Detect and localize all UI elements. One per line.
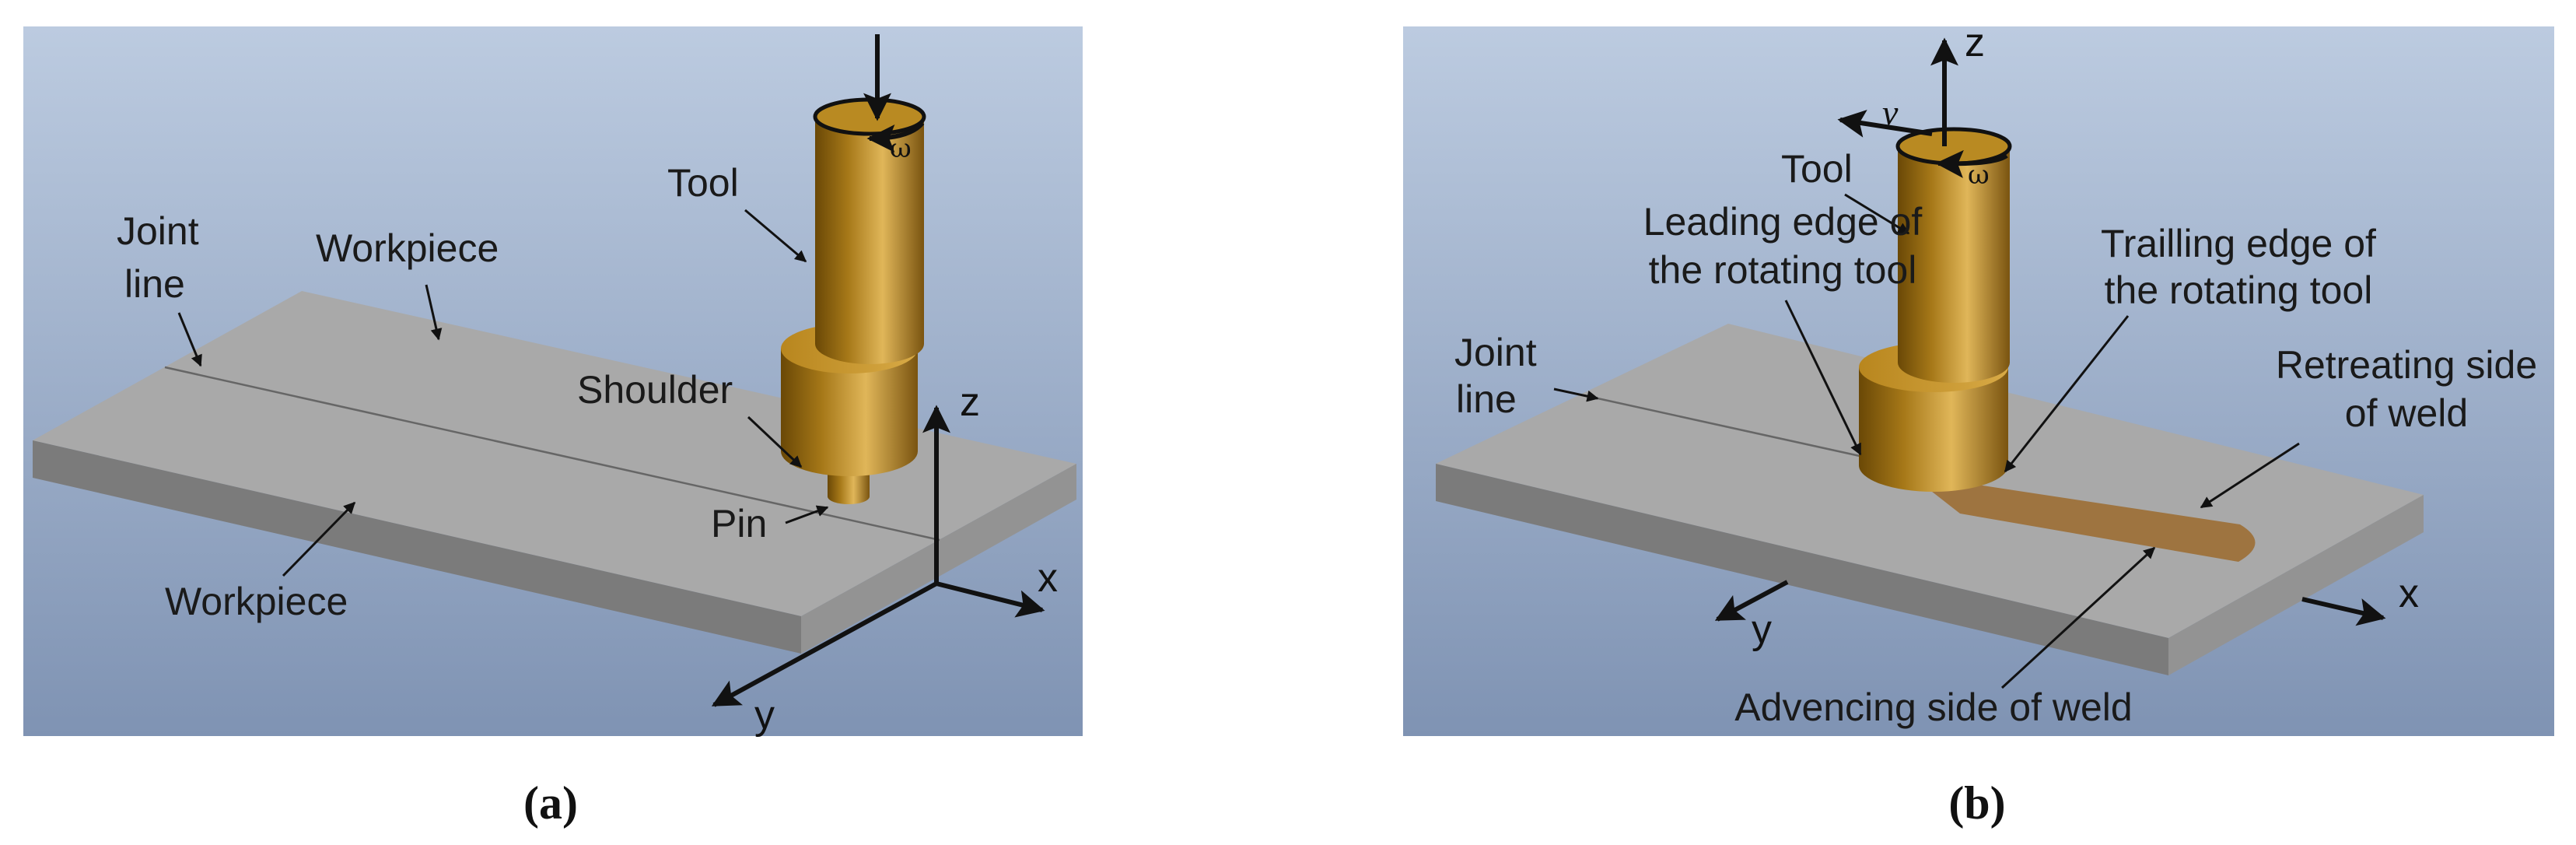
joint-line (1583, 394, 1867, 459)
joint-line-label-1: Joint (1454, 331, 1537, 374)
rotation-arrow (1935, 149, 2008, 178)
tool-label: Tool (1781, 147, 1853, 191)
retreating-side-leader (2200, 442, 2300, 509)
workpiece-plate-front (1436, 464, 2168, 675)
tool-shank-top (813, 97, 926, 136)
trailing-edge-label-1: Trailling edge of (2101, 222, 2376, 265)
workpiece-top-label: Workpiece (316, 226, 499, 270)
retreating-side-label-2: of weld (2345, 391, 2468, 435)
tool-label: Tool (667, 161, 739, 205)
shoulder-label: Shoulder (577, 368, 733, 412)
tool-leader (744, 209, 807, 263)
axis-x-label: x (1038, 556, 1058, 601)
pin-leader (785, 505, 829, 524)
axis-x (2301, 597, 2386, 626)
tool-shoulder (781, 349, 918, 476)
axis-z-label: z (960, 380, 980, 425)
joint-line (164, 366, 940, 542)
caption-a: (a) (523, 777, 578, 829)
workpiece-bottom-label: Workpiece (165, 580, 348, 623)
caption-b: (b) (1948, 777, 2005, 829)
panel-a: ω z x y Tool Joint line Workpiece Workpi… (23, 26, 1083, 829)
axis-x-label: x (2399, 571, 2419, 616)
tool (1859, 127, 2012, 492)
joint-line-label-2: line (1456, 377, 1517, 421)
leading-edge-label-1: Leading edge of (1643, 200, 1923, 244)
workpiece-bottom-leader (282, 501, 356, 577)
tool-shoulder (1859, 367, 2008, 492)
velocity-arrow (1837, 110, 1933, 138)
trailing-edge-label-2: the rotating tool (2105, 268, 2373, 312)
tool-shank-top (1895, 127, 2012, 166)
tool-shank (1898, 146, 2010, 383)
axis-z-label: z (1965, 20, 1985, 65)
joint-line-label-2: line (124, 262, 185, 306)
axes-a: z x y (711, 380, 1058, 738)
joint-line-label-1: Joint (117, 209, 199, 253)
panel-b: z v ω x y Tool Leading edge of the rotat… (1403, 20, 2554, 829)
axis-y-label: y (1752, 607, 1772, 652)
tool-shank (815, 117, 924, 364)
axis-y (1714, 580, 1789, 622)
retreating-side-label-1: Retreating side (2276, 343, 2537, 387)
workpiece-plate-front (33, 440, 801, 654)
tool-leader (1844, 193, 1910, 235)
advancing-side-label: Advencing side of weld (1734, 685, 2132, 729)
advancing-side-leader (2000, 546, 2156, 689)
weld-bead (1910, 475, 2256, 562)
omega-label: ω (1968, 160, 1990, 191)
shoulder-leader (747, 415, 803, 468)
axis-y (711, 581, 938, 707)
axis-x (936, 581, 1045, 618)
velocity-label: v (1882, 93, 1899, 132)
workpiece-plate-side (2168, 495, 2424, 675)
joint-line-leader (177, 312, 202, 367)
axis-y-label: y (754, 692, 775, 738)
leading-edge-label-2: the rotating tool (1649, 248, 1917, 292)
leading-edge-leader (1784, 300, 1862, 456)
trailing-edge-leader (2004, 315, 2130, 473)
joint-line-leader (1553, 387, 1599, 402)
rotation-arrow (866, 121, 925, 153)
pin-label: Pin (711, 502, 767, 545)
workpiece-top-leader (425, 284, 443, 341)
omega-label: ω (890, 133, 912, 164)
